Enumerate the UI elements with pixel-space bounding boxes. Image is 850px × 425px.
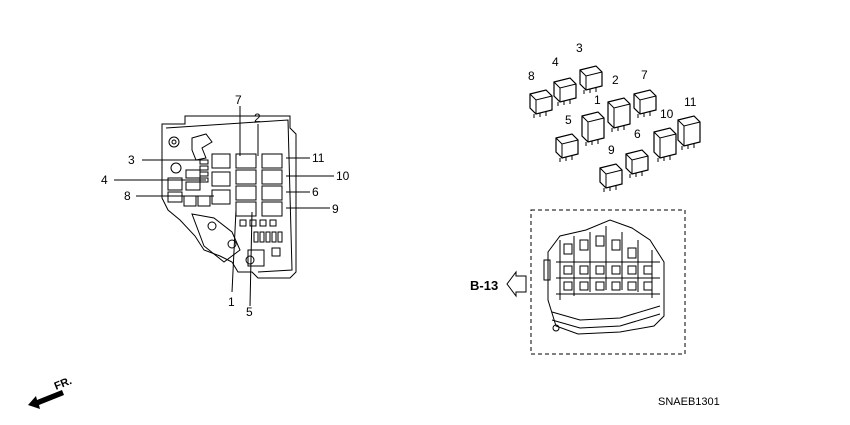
relay-5 xyxy=(555,133,579,163)
callout-5: 5 xyxy=(246,305,253,319)
callout-10: 10 xyxy=(336,169,350,183)
front-direction-arrow xyxy=(28,390,64,409)
callout-3: 3 xyxy=(128,153,135,167)
reference-label: B-13 xyxy=(470,278,498,293)
relay-11 xyxy=(677,115,701,151)
relay-callout-10: 10 xyxy=(660,107,674,121)
relay-9 xyxy=(599,163,623,193)
callout-7: 7 xyxy=(235,93,242,107)
callout-6: 6 xyxy=(312,185,319,199)
callout-4: 4 xyxy=(101,173,108,187)
relay-callout-2: 2 xyxy=(612,73,619,87)
callout-11: 11 xyxy=(312,151,325,165)
assembly-dashed-frame xyxy=(530,209,686,355)
callout-1: 1 xyxy=(228,295,235,309)
relay-callout-9: 9 xyxy=(608,143,615,157)
fuse-box-outline xyxy=(161,115,297,279)
relay-8 xyxy=(529,89,553,119)
diagram-code: SNAEB1301 xyxy=(658,396,720,408)
relay-callout-6: 6 xyxy=(634,127,641,141)
relay-4 xyxy=(553,77,577,107)
relay-callout-8: 8 xyxy=(528,69,535,83)
relay-callout-7: 7 xyxy=(641,68,648,82)
relay-10 xyxy=(653,127,677,163)
callout-8: 8 xyxy=(124,189,131,203)
relay-1 xyxy=(581,111,605,147)
fuse-box-leaders xyxy=(114,106,334,307)
relay-3 xyxy=(579,65,603,95)
callout-2: 2 xyxy=(254,111,261,125)
relay-callout-3: 3 xyxy=(576,41,583,55)
relay-7 xyxy=(633,89,657,119)
front-direction-label: FR. xyxy=(53,375,74,393)
reference-arrow xyxy=(506,270,527,298)
relay-callout-1: 1 xyxy=(594,93,601,107)
relay-callout-5: 5 xyxy=(565,113,572,127)
relay-2 xyxy=(607,97,631,133)
assembled-box xyxy=(543,219,665,335)
relay-callout-11: 11 xyxy=(684,95,697,109)
relay-callout-4: 4 xyxy=(552,55,559,69)
callout-9: 9 xyxy=(332,202,339,216)
relay-6 xyxy=(625,149,649,179)
